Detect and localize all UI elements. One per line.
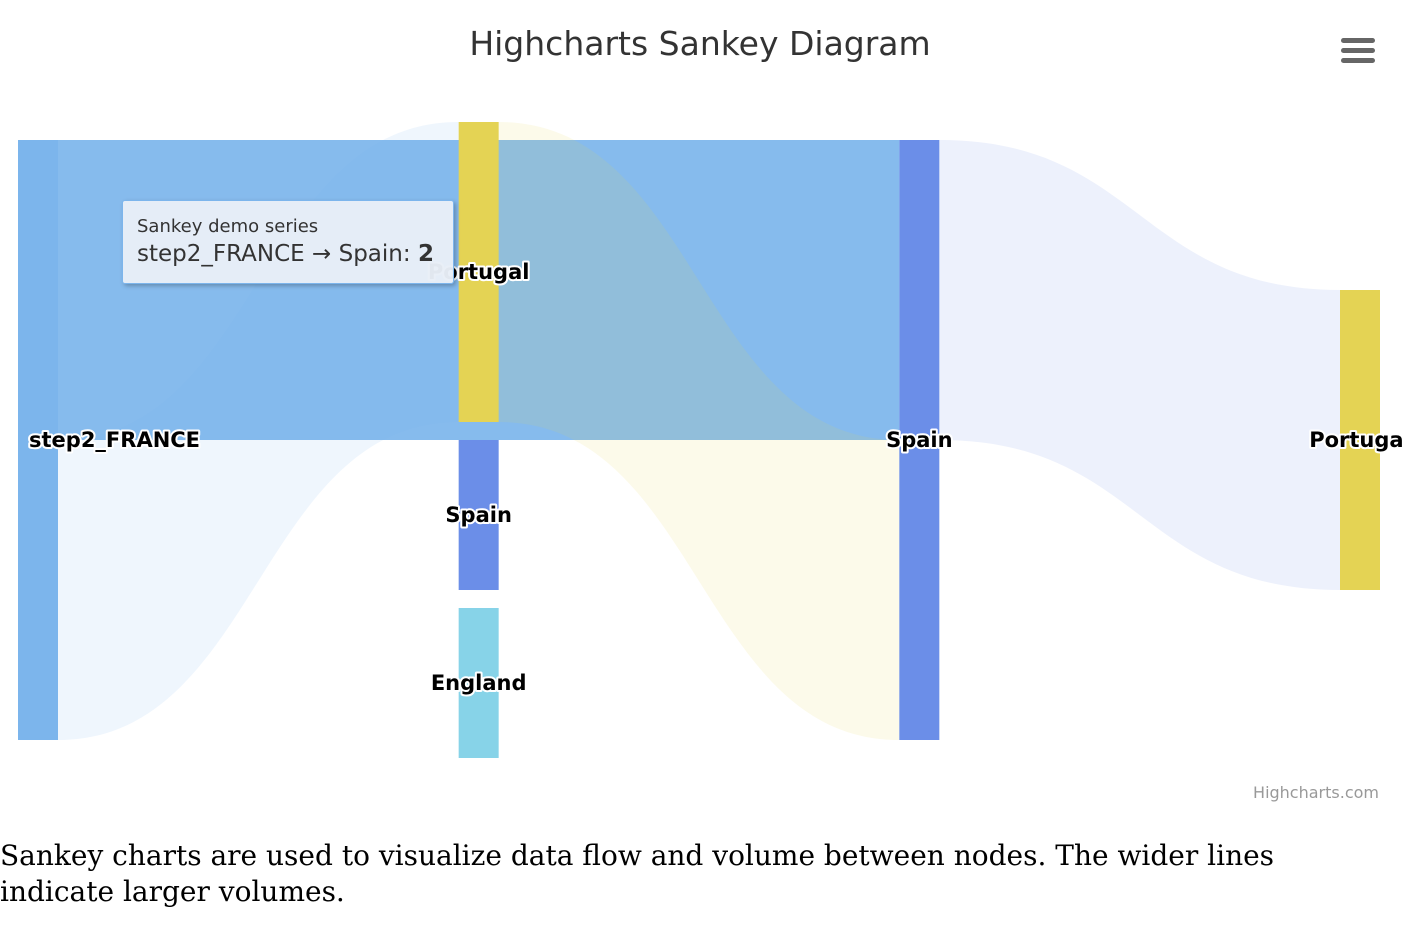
link-Spain-to-Portugal[interactable]: [939, 140, 1340, 590]
chart-title: Highcharts Sankey Diagram: [469, 24, 930, 63]
tooltip-point: step2_FRANCE → Spain: 2: [137, 241, 434, 267]
node-step2_FRANCE-col0[interactable]: [18, 140, 58, 740]
node-Portugal-col3[interactable]: [1340, 290, 1380, 590]
tooltip-from: step2_FRANCE: [137, 241, 305, 267]
node-label-Spain-col1: Spain: [445, 503, 511, 527]
node-Portugal-col1[interactable]: [458, 122, 499, 422]
tooltip-value: 2: [417, 241, 434, 267]
node-label-England-col1: England: [431, 671, 527, 695]
node-label-Portugal-col3: Portugal: [1309, 428, 1404, 452]
tooltip-to: Spain: [338, 241, 403, 267]
tooltip-arrow: →: [312, 241, 332, 267]
link-Portugal-to-Spain[interactable]: [498, 122, 900, 740]
tooltip-series-name: Sankey demo series: [137, 216, 319, 237]
node-Spain-col2[interactable]: [899, 140, 940, 740]
node-label-step2_FRANCE-col0: step2_FRANCE: [29, 428, 200, 452]
node-England-col1[interactable]: [458, 608, 499, 758]
credits-link[interactable]: Highcharts.com: [1253, 783, 1379, 802]
hamburger-menu-icon: [1341, 38, 1375, 63]
nodes-layer: [18, 122, 1380, 758]
node-Spain-col1[interactable]: [458, 440, 499, 590]
chart-description: Sankey charts are used to visualize data…: [0, 839, 1275, 908]
chart-menu-button[interactable]: [1334, 30, 1382, 72]
tooltip: Sankey demo series step2_FRANCE → Spain:…: [122, 200, 454, 284]
node-label-Spain-col2: Spain: [886, 428, 952, 452]
